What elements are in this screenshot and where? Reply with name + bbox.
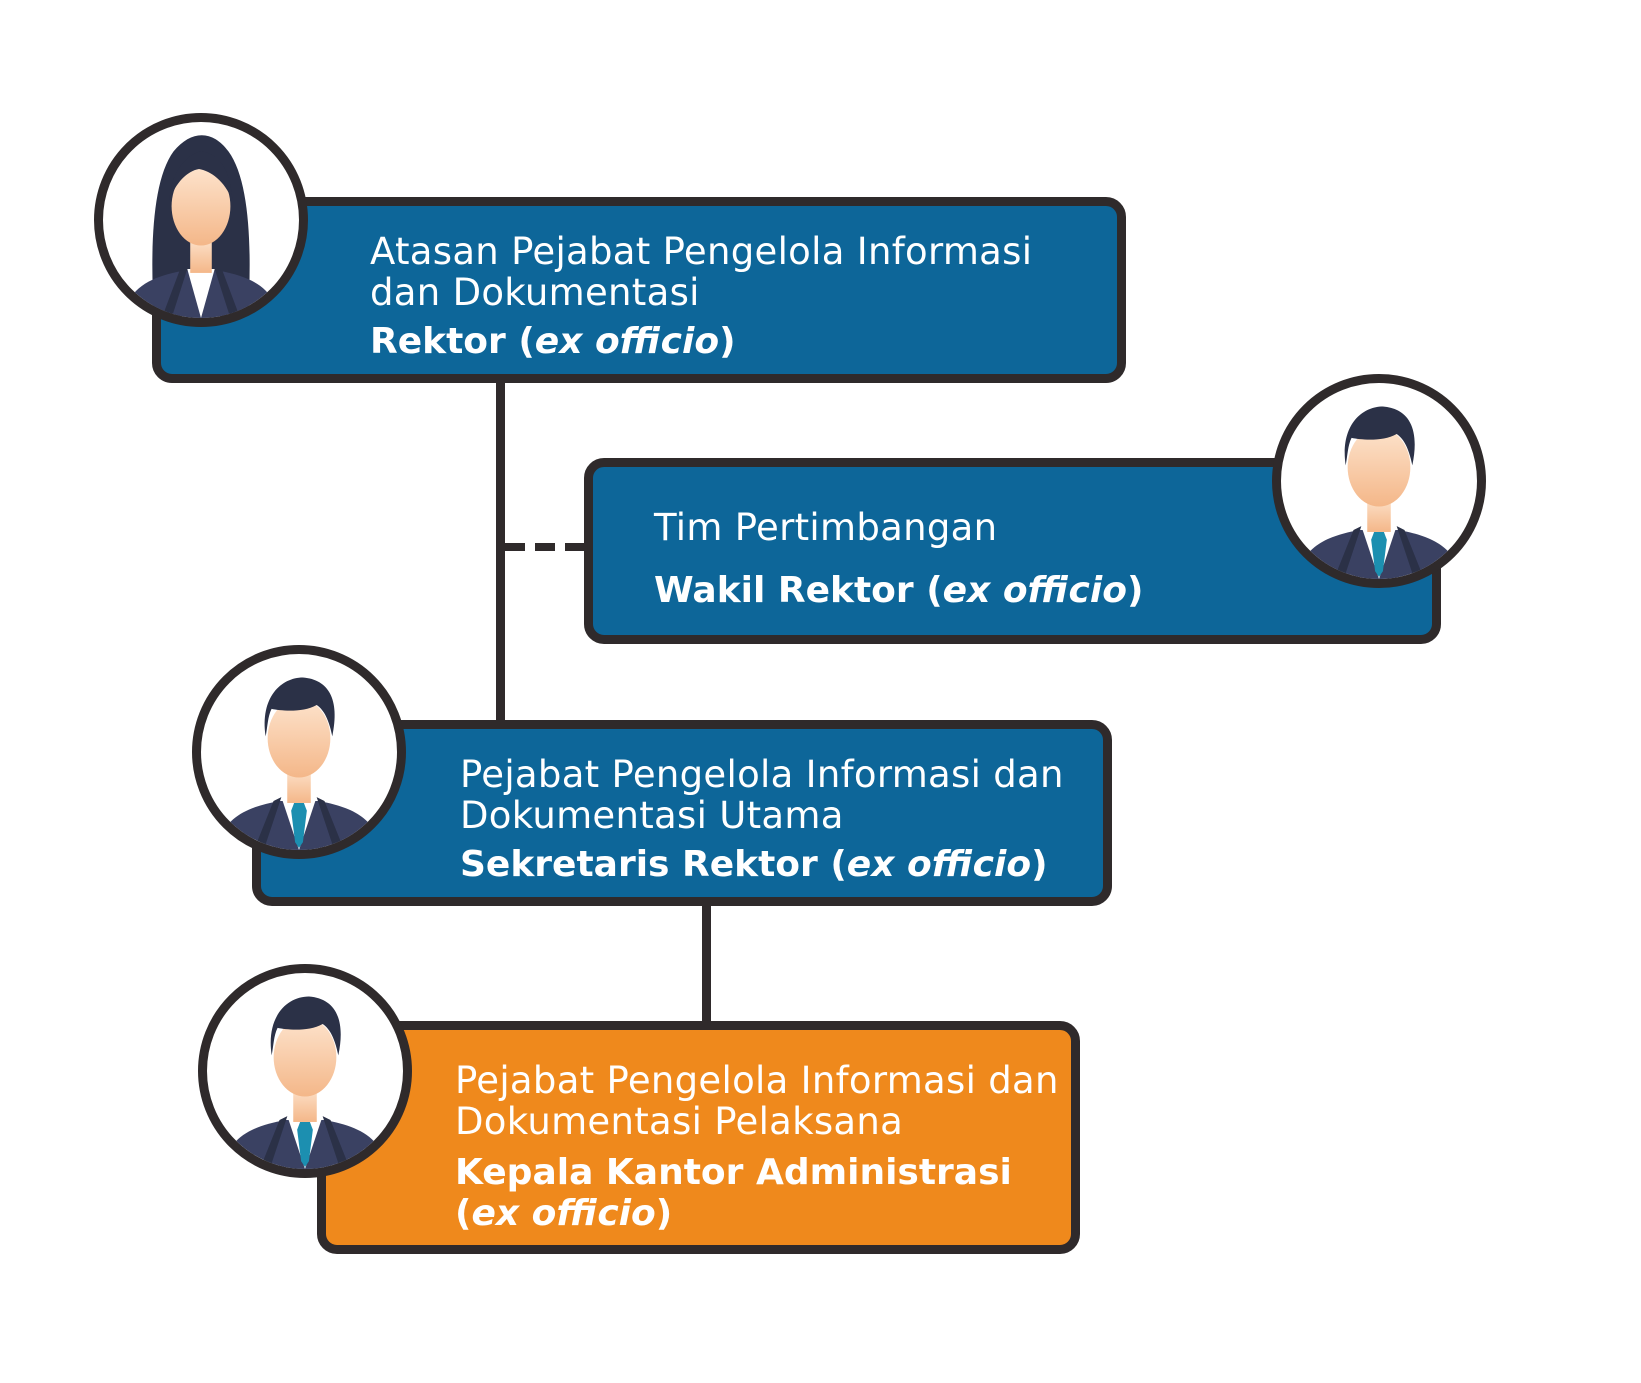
node-ppid-pelaksana: Pejabat Pengelola Informasi dan Dokument…	[317, 1021, 1080, 1254]
holder-qualifier: ex officio	[942, 570, 1127, 611]
node-ppid-utama: Pejabat Pengelola Informasi dan Dokument…	[252, 720, 1112, 906]
dashed-connector-tim-pertimbangan	[565, 543, 585, 551]
male-official-icon	[198, 964, 412, 1178]
connector-line-rektor-to-sekretaris	[496, 372, 505, 728]
node-holder: Sekretaris Rektor (ex officio)	[460, 844, 1048, 885]
female-official-icon	[94, 113, 308, 327]
holder-qualifier: ex officio	[846, 844, 1032, 885]
node-holder: Wakil Rektor (ex officio)	[654, 570, 1144, 611]
holder-name: Sekretaris Rektor	[460, 844, 818, 885]
dashed-connector-tim-pertimbangan	[535, 543, 555, 551]
node-role: Pejabat Pengelola Informasi dan Dokument…	[455, 1059, 1059, 1143]
holder-name: Rektor	[370, 321, 506, 362]
holder-qualifier: ex officio	[471, 1193, 656, 1234]
node-atasan-ppid: Atasan Pejabat Pengelola Informasi dan D…	[152, 197, 1126, 383]
node-role: Tim Pertimbangan	[654, 506, 998, 549]
holder-name: Kepala Kantor Administrasi	[455, 1152, 1012, 1193]
holder-name: Wakil Rektor	[654, 570, 914, 611]
node-holder: Rektor (ex officio)	[370, 321, 736, 362]
male-official-icon	[1272, 374, 1486, 588]
node-holder: Kepala Kantor Administrasi(ex officio)	[455, 1152, 1012, 1234]
male-official-icon	[192, 645, 406, 859]
node-role: Atasan Pejabat Pengelola Informasi dan D…	[370, 230, 1033, 314]
holder-qualifier: ex officio	[534, 321, 720, 362]
node-role: Pejabat Pengelola Informasi dan Dokument…	[460, 753, 1064, 837]
connector-line-sekretaris-to-kepala	[702, 902, 711, 1030]
dashed-connector-tim-pertimbangan	[505, 543, 525, 551]
